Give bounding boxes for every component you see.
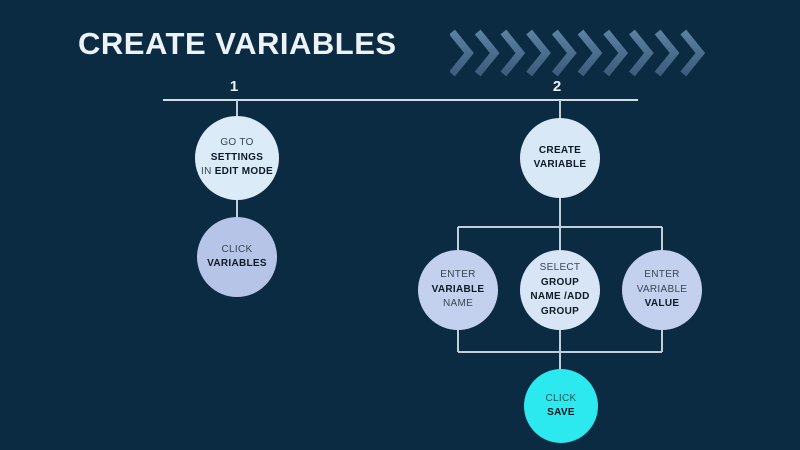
page-title: CREATE VARIABLES (78, 26, 397, 61)
timeline-line (163, 99, 638, 101)
chevron-right-icons (450, 29, 706, 77)
step-number-2: 2 (552, 78, 562, 95)
step-number-1: 1 (229, 78, 239, 95)
